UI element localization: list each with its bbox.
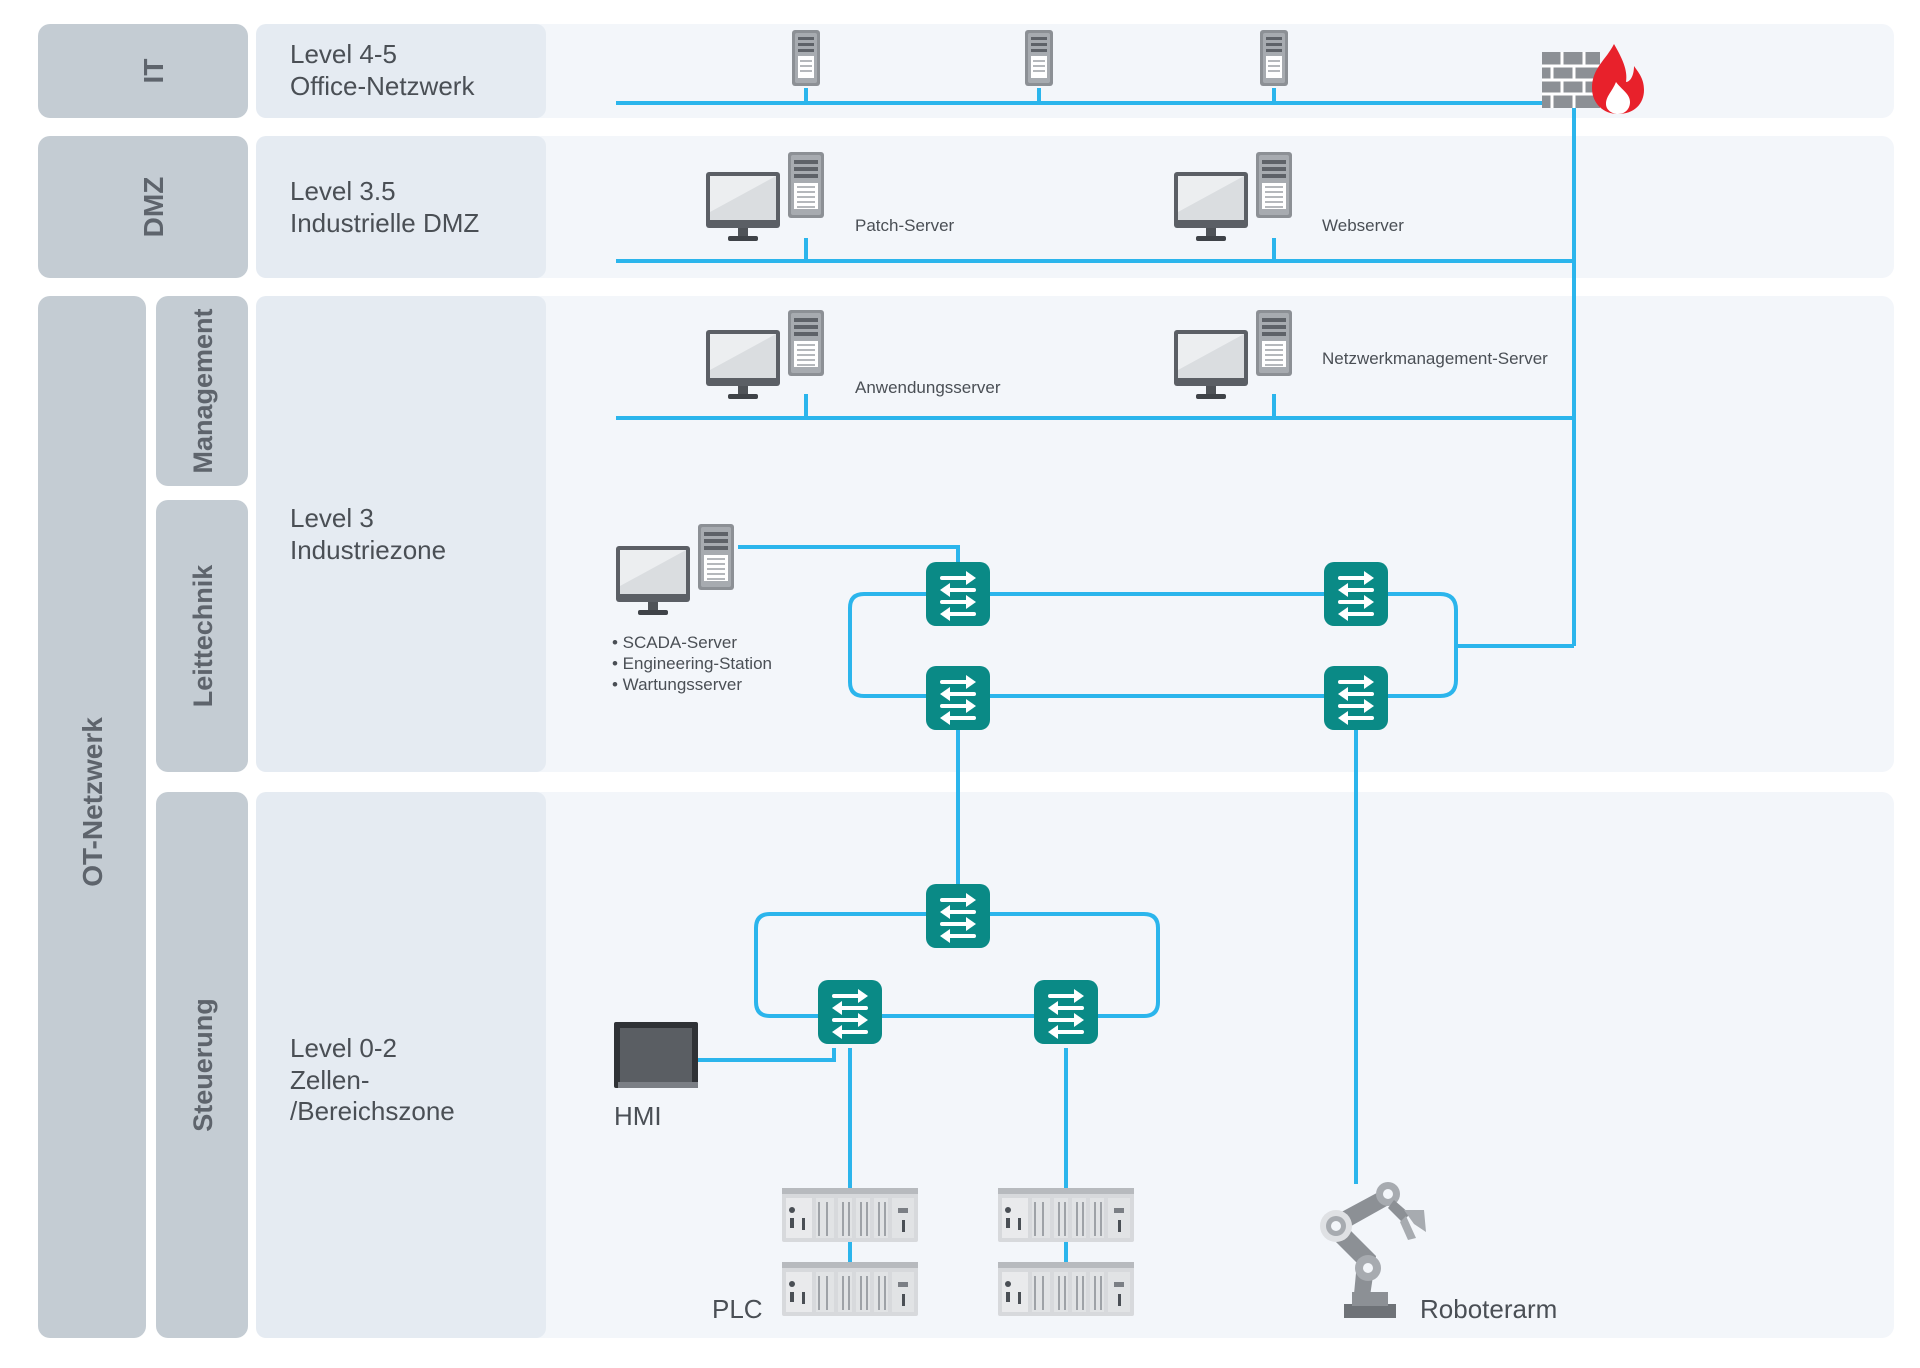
level-label-office-1: Level 4-5	[290, 39, 397, 69]
zone-tab-ot	[38, 296, 146, 1338]
zone-label-leittechnik: Leittechnik	[188, 564, 218, 708]
server-tower-icon	[1025, 30, 1053, 86]
scada-list-item: • SCADA-Server	[612, 633, 737, 652]
plc-rack-icon	[998, 1188, 1134, 1242]
level-label-dmz-2: Industrielle DMZ	[290, 208, 479, 238]
device-label-plc: PLC	[712, 1294, 763, 1324]
firewall-icon	[1542, 44, 1644, 114]
hmi-panel-icon	[614, 1022, 698, 1088]
device-label-webserver: Webserver	[1322, 216, 1404, 235]
server-tower-icon	[1256, 152, 1292, 218]
device-label-hmi: HMI	[614, 1101, 662, 1131]
level-label-office-2: Office-Netzwerk	[290, 71, 475, 101]
scada-list-item: • Engineering-Station	[612, 654, 772, 673]
zone-label-dmz: DMZ	[138, 177, 169, 238]
network-switch-icon	[816, 978, 884, 1046]
zone-tab-it	[38, 24, 248, 118]
device-label-patch-server: Patch-Server	[855, 216, 955, 235]
level-label-dmz-1: Level 3.5	[290, 176, 396, 206]
plc-rack-icon	[782, 1188, 918, 1242]
network-switch-icon	[1322, 560, 1390, 628]
device-label-anwendungsserver: Anwendungsserver	[855, 378, 1001, 397]
zone-label-steuerung: Steuerung	[188, 998, 218, 1132]
level-label-zellen-2: Zellen-	[290, 1065, 369, 1095]
level-panel-office	[256, 24, 546, 118]
zone-tab-management	[156, 296, 248, 486]
device-label-roboterarm: Roboterarm	[1420, 1294, 1557, 1324]
network-switch-icon	[924, 560, 992, 628]
zone-tab-leittechnik	[156, 500, 248, 772]
level-label-industrie-2: Industriezone	[290, 535, 446, 565]
server-tower-icon	[1260, 30, 1288, 86]
scada-list-item: • Wartungsserver	[612, 675, 742, 694]
network-switch-icon	[924, 664, 992, 732]
server-tower-icon	[788, 152, 824, 218]
network-switch-icon	[924, 882, 992, 950]
robot-arm-icon	[1320, 1182, 1426, 1318]
zone-tab-steuerung	[156, 792, 248, 1338]
zone-label-it: IT	[138, 59, 169, 84]
server-tower-icon	[1256, 310, 1292, 376]
row-office-bg	[256, 24, 1894, 118]
level-label-zellen-3: /Bereichszone	[290, 1096, 455, 1126]
device-label-netzwerkmanagement: Netzwerkmanagement-Server	[1322, 349, 1548, 368]
row-dmz-bg	[256, 136, 1894, 278]
row-industrie-bg	[256, 296, 1894, 772]
zone-label-management: Management	[188, 308, 218, 473]
zone-tab-dmz	[38, 136, 248, 278]
plc-rack-icon	[782, 1262, 918, 1316]
network-switch-icon	[1032, 978, 1100, 1046]
level-panel-dmz	[256, 136, 546, 278]
level-label-industrie-1: Level 3	[290, 503, 374, 533]
server-tower-icon	[698, 524, 734, 590]
level-label-zellen-1: Level 0-2	[290, 1033, 397, 1063]
network-switch-icon	[1322, 664, 1390, 732]
zone-label-ot: OT-Netzwerk	[77, 717, 108, 887]
plc-rack-icon	[998, 1262, 1134, 1316]
row-zellen-bg	[256, 792, 1894, 1338]
level-panel-industrie	[256, 296, 546, 772]
server-tower-icon	[788, 310, 824, 376]
level-panel-zellen	[256, 792, 546, 1338]
server-tower-icon	[792, 30, 820, 86]
